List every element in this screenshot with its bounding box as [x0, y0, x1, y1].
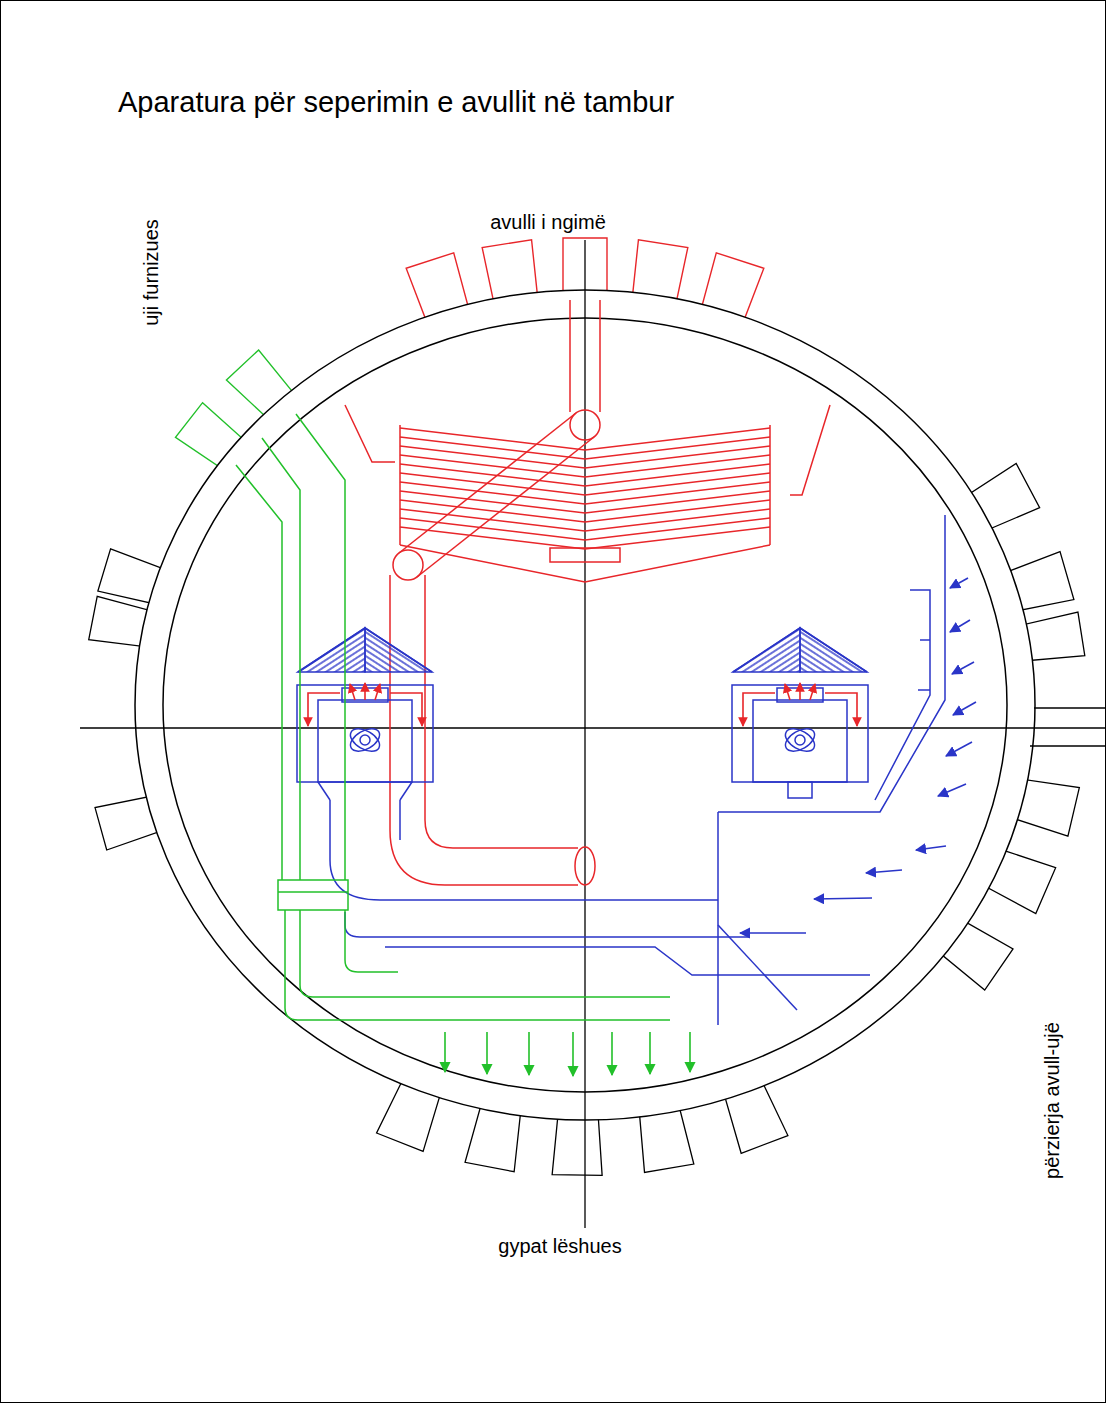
feedwater-pipe	[236, 465, 282, 880]
steam-dryer	[400, 509, 770, 531]
feedwater-pipe	[345, 910, 398, 972]
flow-arrow	[611, 1032, 613, 1075]
side-pipe	[1030, 745, 1106, 746]
flow-arrow	[950, 620, 970, 632]
steam-dryer	[400, 518, 770, 540]
riser-baffle	[400, 782, 412, 800]
steam-dryer	[425, 575, 578, 848]
flow-arrow	[938, 784, 966, 796]
feedwater-pipe	[296, 414, 345, 880]
steam-dryer	[790, 405, 830, 495]
flow-arrow	[689, 1032, 691, 1072]
flow-arrow	[740, 932, 806, 934]
flow-arrow	[952, 662, 974, 674]
cyclone-separator	[297, 628, 433, 782]
feedwater-pipe	[278, 891, 348, 893]
centre-line	[80, 240, 1106, 1228]
steam-dryer	[345, 300, 830, 885]
flow-arrow	[649, 1032, 651, 1074]
feedwater-pipe	[300, 910, 670, 997]
part-label: përzierja avull-ujë	[1041, 1019, 1064, 1182]
steam-dryer	[400, 464, 770, 486]
riser-baffle	[345, 912, 750, 937]
side-pipe	[1030, 708, 1106, 746]
feedwater-pipe	[278, 880, 348, 910]
flow-arrow	[740, 578, 976, 933]
centre-line	[80, 727, 1106, 728]
riser-baffle	[318, 515, 945, 1025]
steam-dryer	[400, 545, 770, 582]
flow-arrow	[946, 742, 972, 756]
centre-line	[584, 240, 585, 1228]
riser-baffle	[718, 925, 797, 1010]
steam-dryer	[400, 437, 770, 459]
cyclone-separator	[732, 628, 868, 782]
steam-dryer	[345, 405, 395, 462]
flow-arrow	[528, 1032, 530, 1075]
riser-baffle	[788, 782, 812, 798]
side-pipe	[1034, 707, 1106, 708]
riser-baffle	[318, 782, 330, 800]
steam-dryer	[599, 300, 601, 412]
part-label: uji furnizues	[140, 216, 163, 329]
riser-baffle	[918, 689, 930, 691]
riser-baffle	[399, 800, 401, 840]
flow-arrow	[572, 1032, 574, 1076]
steam-dryer	[400, 491, 770, 513]
steam-dryer	[400, 446, 770, 468]
flow-arrow	[916, 846, 946, 850]
steam-dryer	[393, 550, 423, 580]
flow-arrow	[444, 1032, 446, 1072]
riser-baffle	[717, 812, 719, 1025]
flow-arrow	[866, 870, 902, 873]
steam-dryer	[400, 455, 770, 477]
feedwater-pipe	[236, 414, 670, 1020]
flow-arrow	[486, 1032, 488, 1074]
riser-baffle	[875, 590, 930, 800]
steam-dryer	[550, 548, 620, 562]
steam-dryer	[569, 300, 571, 412]
part-label: avulli i ngimë	[487, 211, 609, 234]
feedwater-pipe	[285, 910, 670, 1020]
flow-arrow	[445, 1032, 690, 1076]
feedwater-pipe	[262, 438, 300, 880]
steam-dryer	[400, 473, 770, 495]
steam-dryer	[400, 500, 770, 522]
flow-arrow	[814, 898, 872, 899]
nozzle	[552, 1114, 603, 1176]
riser-baffle	[385, 947, 870, 975]
steam-dryer	[400, 428, 770, 450]
riser-baffle	[718, 515, 945, 812]
steam-dryer	[575, 847, 595, 885]
riser-baffle	[920, 639, 930, 641]
flow-arrow	[950, 578, 968, 588]
diagram-title: Aparatura për seperimin e avullit në tam…	[118, 86, 674, 119]
steam-dryer	[399, 413, 576, 553]
steam-dryer	[390, 575, 578, 885]
flow-arrow	[953, 702, 976, 715]
part-label: gypat lëshues	[495, 1235, 624, 1258]
steam-dryer	[417, 437, 594, 577]
steam-dryer	[400, 482, 770, 504]
riser-baffle	[330, 800, 718, 900]
